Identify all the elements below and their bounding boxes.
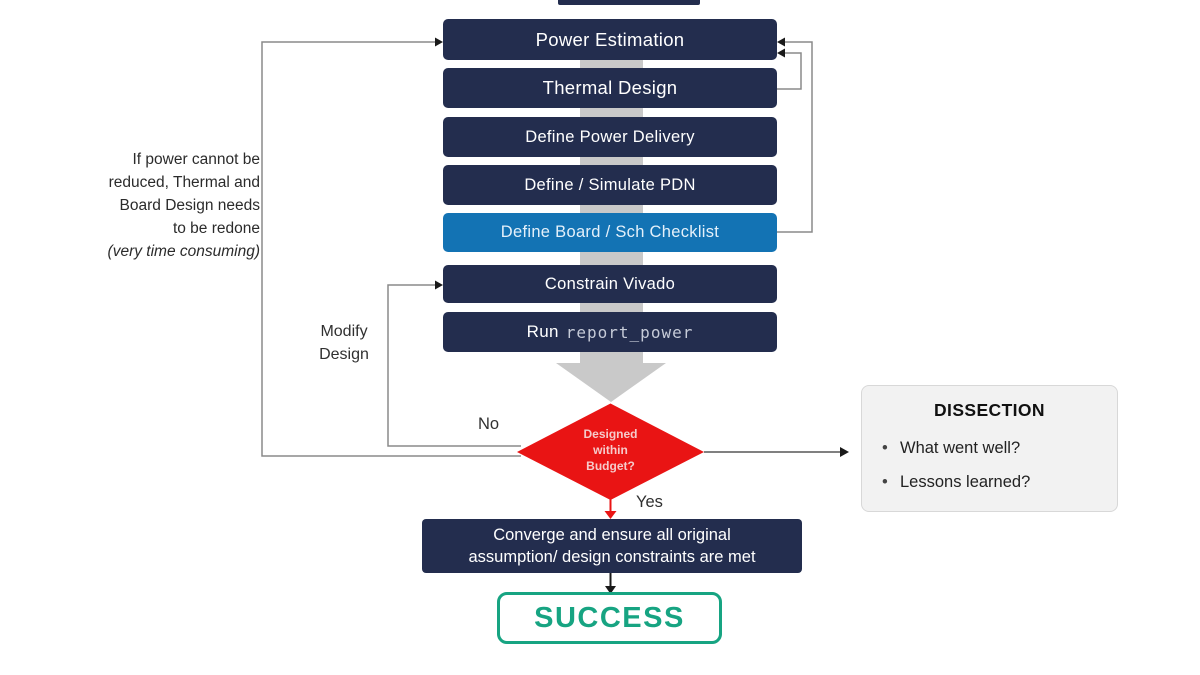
step-thermal-design: Thermal Design — [443, 68, 777, 108]
dissection-bullet-list: What went well? Lessons learned? — [862, 431, 1117, 499]
arrowhead-into-power-estimation-left — [435, 37, 443, 47]
converge-box: Converge and ensure all original assumpt… — [422, 519, 802, 573]
decision-diamond-label: Designed within Budget? — [553, 426, 668, 474]
dissection-title: DISSECTION — [934, 400, 1045, 420]
side-note-line: Board Design needs — [119, 197, 260, 214]
loop-left-outer-line — [261, 41, 521, 457]
step-power-estimation: Power Estimation — [443, 19, 777, 60]
no-edge-label: No — [478, 415, 500, 433]
modify-design-edge-label: Modify Design — [319, 323, 369, 363]
step-run-report-power: Run report_power — [443, 312, 777, 352]
loop-modify-design-line — [387, 284, 521, 447]
report-power-command: report_power — [565, 322, 694, 342]
decision-line-3: Budget? — [586, 459, 635, 473]
step-define-simulate-pdn: Define / Simulate PDN — [443, 165, 777, 205]
side-note: If power cannot be reduced, Thermal and … — [39, 148, 260, 263]
converge-to-success-arrowhead — [605, 586, 616, 594]
success-box: SUCCESS — [497, 592, 722, 644]
step-constrain-vivado: Constrain Vivado — [443, 265, 777, 303]
decision-line-2: within — [593, 443, 628, 457]
decision-line-1: Designed — [583, 427, 638, 441]
arrowhead-into-constrain-vivado — [435, 280, 443, 290]
step-define-power-delivery: Define Power Delivery — [443, 117, 777, 157]
cropped-box-top-edge — [558, 0, 700, 5]
run-label: Run — [526, 322, 559, 341]
side-note-line: If power cannot be — [132, 151, 260, 168]
yes-edge-label: Yes — [636, 493, 663, 511]
arrowhead-outer-into-power-estimation — [777, 37, 785, 47]
dissection-bullet: What went well? — [862, 431, 1117, 465]
loop-right-outer-line — [777, 41, 813, 233]
side-note-line: to be redone — [172, 220, 260, 237]
side-note-italic-line: (very time consuming) — [107, 243, 260, 260]
decision-diamond — [517, 403, 704, 500]
side-note-line: reduced, Thermal and — [108, 174, 260, 191]
arrowhead-into-dissection — [840, 447, 849, 457]
arrowhead-inner-into-power-estimation — [777, 48, 785, 58]
dissection-bullet: Lessons learned? — [862, 465, 1117, 499]
converge-line-2: assumption/ design constraints are met — [468, 548, 756, 566]
dissection-box: DISSECTION What went well? Lessons learn… — [861, 385, 1118, 512]
step-define-board-sch-checklist: Define Board / Sch Checklist — [443, 213, 777, 252]
converge-line-1: Converge and ensure all original — [493, 526, 731, 544]
loop-right-inner-line — [777, 52, 802, 90]
yes-arrowhead — [604, 511, 617, 519]
